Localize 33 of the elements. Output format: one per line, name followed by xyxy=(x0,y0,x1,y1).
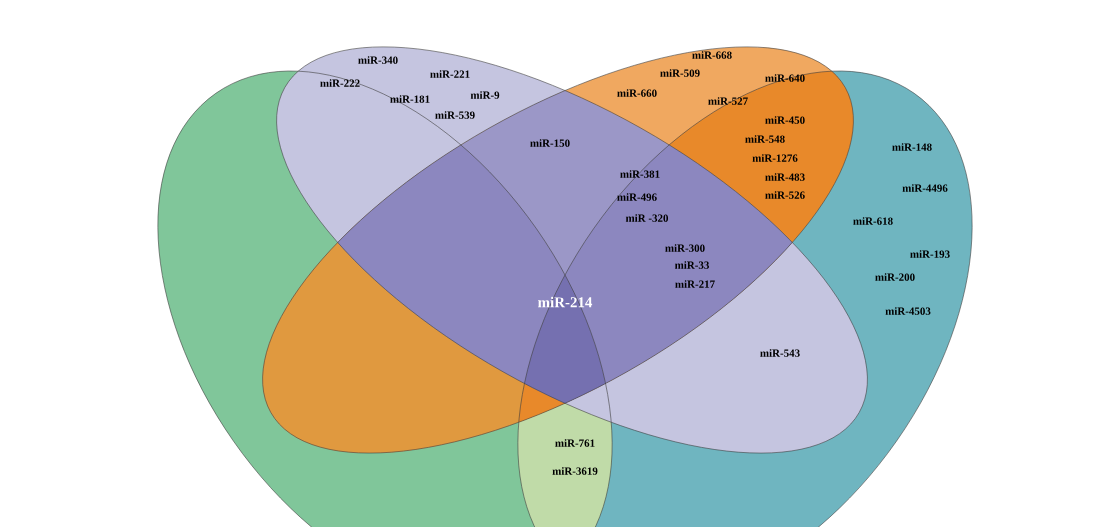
venn-label: miR-3619 xyxy=(552,467,598,475)
venn-label: miR-200 xyxy=(875,273,915,281)
venn-label: miR-668 xyxy=(692,51,732,59)
venn-label: miR-526 xyxy=(765,191,805,199)
venn-label: miR-221 xyxy=(430,70,470,78)
venn-label: miR-543 xyxy=(760,349,800,357)
venn-label: miR-217 xyxy=(675,280,715,288)
venn-label: miR-340 xyxy=(358,56,398,64)
venn-label: miR-496 xyxy=(617,193,657,201)
venn-label: miR -320 xyxy=(625,214,669,222)
venn-label: miR-509 xyxy=(660,69,700,77)
venn-label: miR-450 xyxy=(765,116,805,124)
venn-label: miR-300 xyxy=(665,244,705,252)
venn-label: miR-381 xyxy=(620,170,660,178)
venn-label: miR-618 xyxy=(853,217,893,225)
venn-label: miR-640 xyxy=(765,74,805,82)
venn-label: miR-548 xyxy=(745,135,785,143)
venn-label: miR-193 xyxy=(910,250,950,258)
venn-label: miR-148 xyxy=(892,143,932,151)
venn-label: miR-660 xyxy=(617,89,657,97)
venn-label: miR-150 xyxy=(530,139,570,147)
venn-label: miR-9 xyxy=(470,91,500,99)
venn-label: miR-214 xyxy=(538,296,593,308)
venn-label: miR-1276 xyxy=(752,154,798,162)
venn-label: miR-222 xyxy=(320,79,360,87)
venn-label: miR-483 xyxy=(765,173,805,181)
venn-label: miR-761 xyxy=(555,439,595,447)
venn-label: miR-527 xyxy=(708,97,748,105)
venn-label: miR-539 xyxy=(435,111,475,119)
venn-label: miR-33 xyxy=(674,261,709,269)
venn-label: miR-4503 xyxy=(885,307,931,315)
venn-label: miR-181 xyxy=(390,95,430,103)
venn-label: miR-4496 xyxy=(902,184,948,192)
